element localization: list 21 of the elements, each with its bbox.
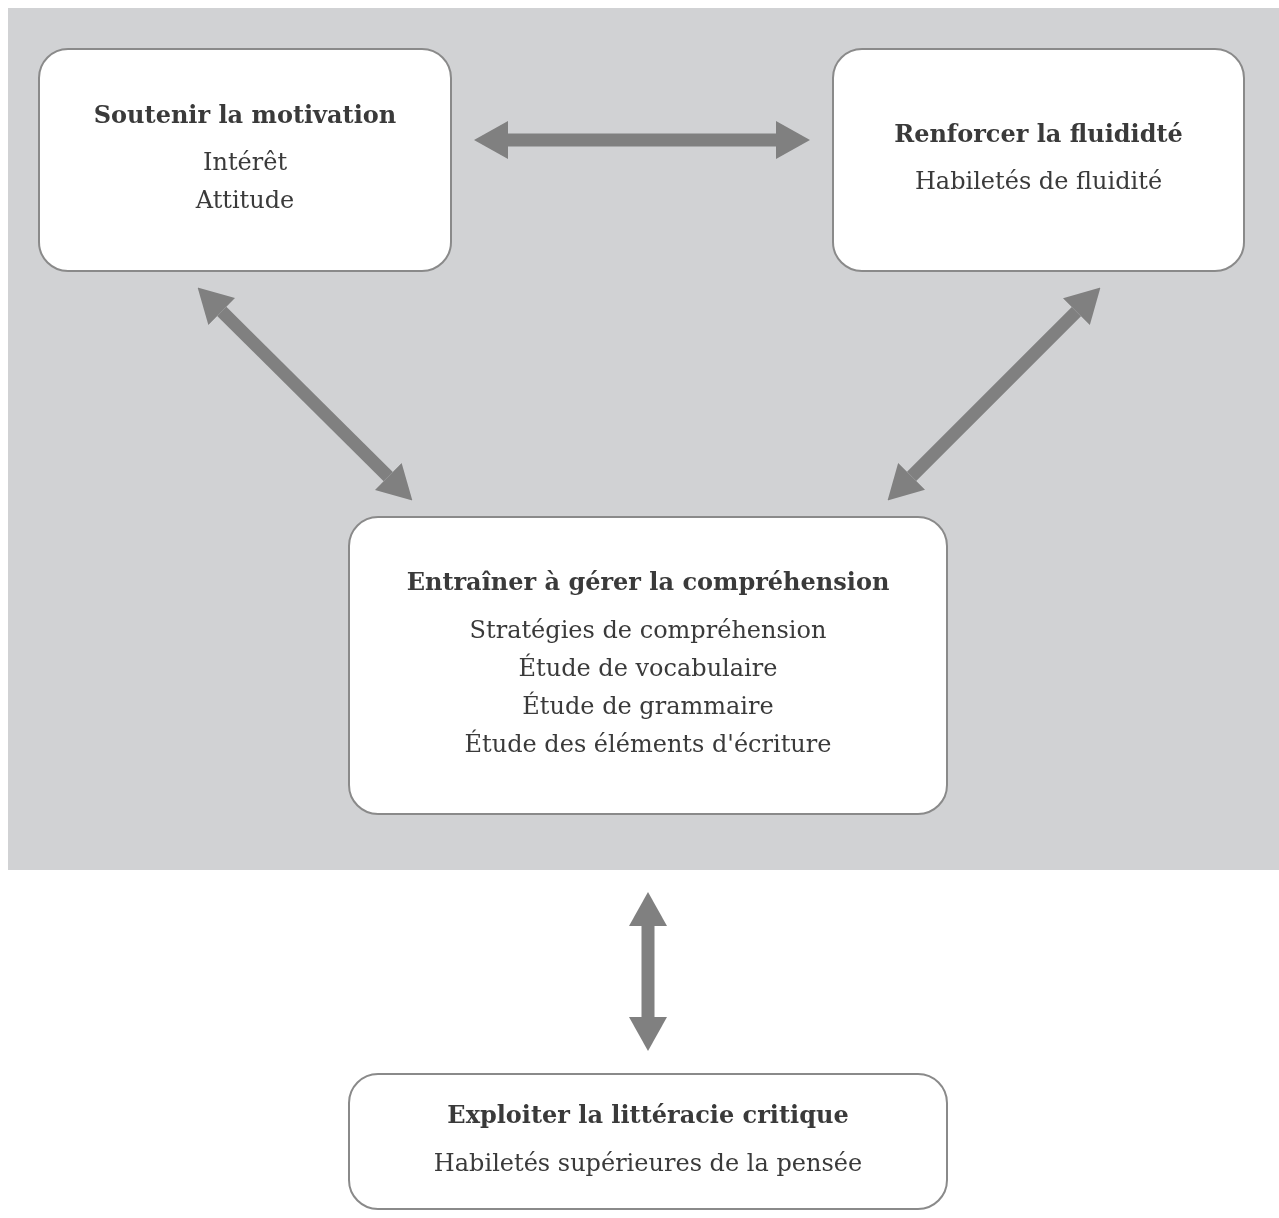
double-arrow [474,121,810,159]
double-arrow [887,287,1101,501]
rounded-box [38,48,452,272]
double-arrow [629,892,667,1051]
box-heading: Renforcer la fluididté [894,119,1183,149]
box-text: Étude de vocabulaire [518,652,778,684]
double-arrow [197,287,413,501]
box-heading: Exploiter la littéracie critique [447,1101,849,1130]
box-heading: Soutenir la motivation [93,100,397,130]
background-panel [8,8,1279,870]
rounded-box [348,1073,948,1210]
box-text: Habiletés supérieures de la pensée [433,1147,863,1179]
box-heading: Entraîner à gérer la compréhension [406,568,890,597]
rounded-box [348,516,948,815]
box-text: Stratégies de compréhension [469,614,827,646]
rounded-box [832,48,1245,272]
box-text: Intérêt [202,147,288,179]
box-text: Habiletés de fluidité [914,166,1163,198]
box-text: Attitude [195,185,295,217]
box-text: Étude des éléments d'écriture [464,728,832,760]
box-text: Étude de grammaire [522,690,774,722]
